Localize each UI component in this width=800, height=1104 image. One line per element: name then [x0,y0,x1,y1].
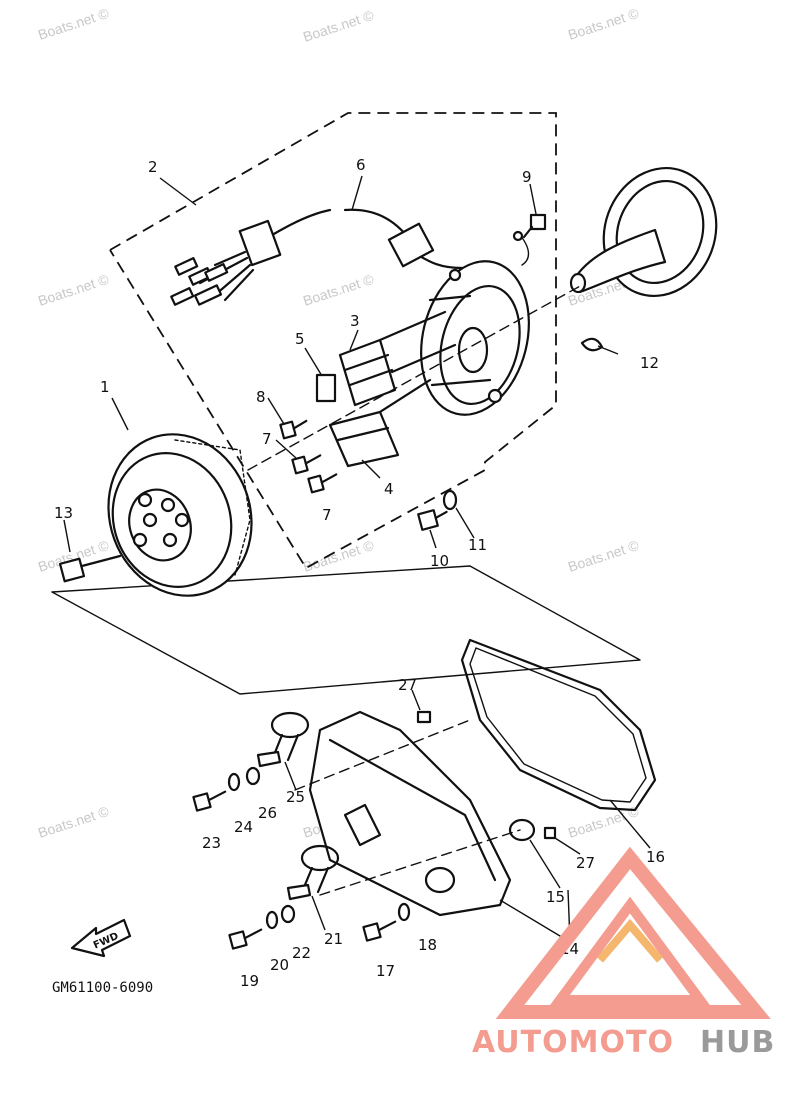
callout-19: 19 [240,972,259,990]
callout-12: 12 [640,354,659,372]
part-27-pin [543,826,557,840]
stator-plate [420,260,530,416]
callout-21: 21 [324,930,343,948]
callout-layer: 1 2 3 4 5 6 7 7 8 9 10 11 12 13 14 15 16… [54,156,665,990]
flywheel-group-boundary [51,565,641,695]
callout-11: 11 [468,536,487,554]
small-fasteners [192,766,411,950]
logo-brand-primary: AUTOMOTO [472,1025,674,1060]
fwd-arrow: FWD [70,918,132,958]
callout-23: 23 [202,834,221,852]
wiring-harness [170,208,530,306]
part-code: GM61100-6090 [52,980,153,996]
part-13-bolt [58,554,122,583]
callout-22: 22 [292,944,311,962]
callout-27: 27 [576,854,595,872]
part-10-screw [417,509,448,531]
crankshaft [569,166,718,352]
harness-connector [238,219,282,267]
part-25-clamp [256,711,310,768]
stator-assembly-boundary [109,112,557,570]
callout-20: 20 [270,956,289,974]
watermark: Boats.net © [301,537,376,575]
stator-screws [279,419,338,494]
callout-4: 4 [384,480,394,498]
callout-5: 5 [295,330,305,348]
watermark: Boats.net © [36,5,111,43]
part-5-clamp [315,373,337,403]
coil-4 [328,410,400,468]
part-21-clamp [286,844,340,901]
callout-7: 7 [262,430,272,448]
callout-27: 27 [398,676,417,694]
logo-brand-secondary: HUB [700,1025,775,1060]
callout-25: 25 [286,788,305,806]
part-9-screw [522,213,547,239]
part-12-key [580,337,604,352]
watermark: Boats.net © [36,803,111,841]
watermark: Boats.net © [566,5,641,43]
callout-17: 17 [376,962,395,980]
callout-7: 7 [322,506,332,524]
callout-6: 6 [356,156,366,174]
watermark: Boats.net © [301,271,376,309]
callout-18: 18 [418,936,437,954]
harness-grommet [387,222,435,268]
callout-3: 3 [350,312,360,330]
callout-10: 10 [430,552,449,570]
flywheel-rotor [107,433,253,597]
part-27-pin [416,710,432,724]
part-14-cover [308,710,512,917]
leader-lines [63,175,651,943]
callout-8: 8 [256,388,266,406]
callout-9: 9 [522,168,532,186]
watermark: Boats.net © [36,271,111,309]
watermark: Boats.net © [566,537,641,575]
part-11-washer [442,489,458,511]
part-15-dowel [508,818,536,842]
callout-15: 15 [546,888,565,906]
watermark: Boats.net © [301,7,376,45]
callout-2: 2 [148,158,158,176]
callout-16: 16 [646,848,665,866]
part-16-gasket [460,638,657,812]
pulser-coil [328,378,432,468]
charge-coil [338,310,457,407]
callout-24: 24 [234,818,253,836]
callout-26: 26 [258,804,277,822]
callout-1: 1 [100,378,110,396]
automotohub-logo: AUTOMOTO HUB [472,846,775,1060]
callout-13: 13 [54,504,73,522]
